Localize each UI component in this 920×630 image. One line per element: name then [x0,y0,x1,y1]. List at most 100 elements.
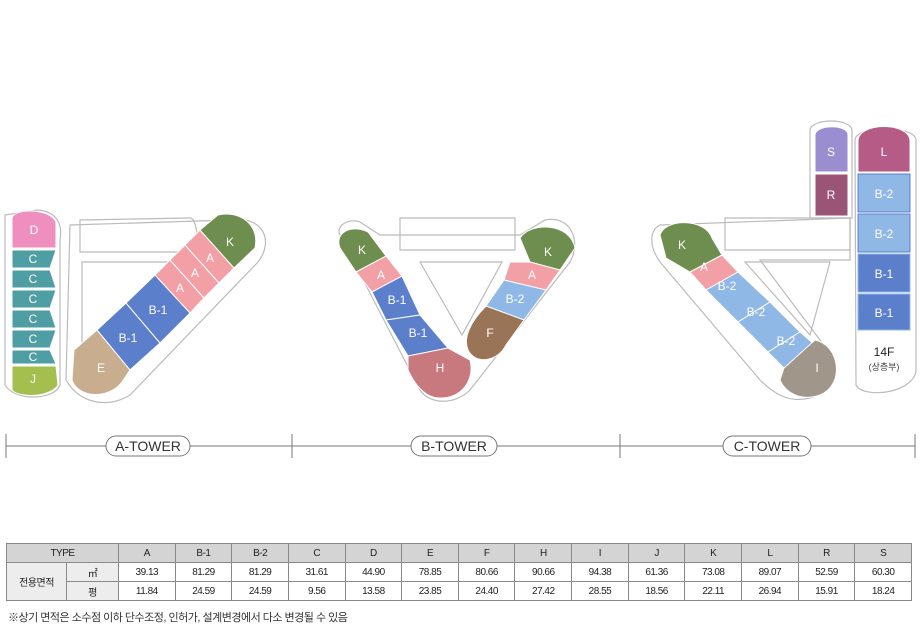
area-table: TYPE A B-1 B-2 C D E F H I J K L R S 전용면… [6,543,912,601]
unit-b2-c-2-label: B-2 [747,305,766,319]
unit-b1-c-2[interactable] [857,293,911,331]
unit-c-5[interactable] [11,329,57,349]
table-cell: 60.30 [854,562,912,582]
unit-d[interactable] [11,210,57,249]
table-cell: 24.59 [174,581,233,601]
table-cell: 18.24 [854,581,912,601]
unit-s[interactable] [814,126,849,173]
type-col-header: B-2 [231,543,289,563]
unit-b2-c-4[interactable] [857,173,911,213]
unit-k-east[interactable] [519,226,576,271]
c-tower: K A B-2 B-2 B-2 I S R L B-2 B-2 B-1 B-1 … [659,126,911,398]
a-tower-pill [105,435,191,457]
table-cell: 15.91 [797,581,856,601]
type-col-header: E [401,543,459,563]
table-cell: 27.42 [514,581,573,601]
unit-i[interactable] [779,339,837,398]
unit-a-east-label: A [528,268,536,282]
table-cell: 13.58 [344,581,403,601]
c-tower-pill [722,435,812,457]
unit-k[interactable] [199,213,257,269]
unit-f-label: F [486,326,493,340]
table-cell: 23.85 [401,581,459,601]
type-col-header: I [571,543,629,563]
unit-d-label: D [30,223,39,237]
unit-k-west-label: K [358,243,366,257]
tower-baseline: A-TOWER B-TOWER C-TOWER [5,434,916,458]
unit-s-label: S [827,145,835,159]
table-cell: 24.59 [231,581,289,601]
floor-plan: D C C C C C C J E B-1 B-1 A A A K K A [4,120,917,458]
table-cell: 52.59 [797,562,856,582]
unit-c-4[interactable] [11,309,57,329]
unit-a-1-label: A [176,281,184,295]
c-tower-upper-wing [809,120,853,219]
type-header: TYPE [6,543,119,563]
unit-h[interactable] [407,347,472,399]
unit-b2-c-3-label: B-2 [777,334,796,348]
unit-label-pyeong: 평 [66,581,119,601]
unit-c-3-label: C [29,292,38,306]
b-tower-outline [338,218,576,402]
type-col-header: L [741,543,799,563]
unit-j-label: J [30,372,36,386]
unit-e-label: E [97,361,105,375]
unit-l[interactable] [857,126,911,173]
table-cell: 26.94 [741,581,799,601]
unit-b1-lower-label: B-1 [119,331,138,345]
unit-i-label: I [815,361,818,375]
table-cell: 28.55 [571,581,629,601]
b-tower-label: B-TOWER [421,438,487,454]
a-tower-label: A-TOWER [115,438,181,454]
table-cell: 18.56 [627,581,686,601]
unit-c-6[interactable] [11,349,57,365]
unit-c-3[interactable] [11,289,57,309]
unit-j[interactable] [11,365,59,396]
c-tower-core [724,217,851,251]
table-cell: 78.85 [401,562,459,582]
unit-b1-upper-label: B-1 [149,303,168,317]
unit-k-c-label: K [678,238,686,252]
table-cell: 31.61 [287,562,346,582]
a-tower-left-wing [4,209,62,398]
unit-f[interactable] [465,305,525,360]
unit-a-3-label: A [206,251,214,265]
a-tower-outline [65,218,267,404]
unit-b2-c-5[interactable] [857,213,911,253]
table-cell: 11.84 [118,581,176,601]
unit-c-1[interactable] [11,249,57,269]
unit-c-1-label: C [29,252,38,266]
unit-e[interactable] [71,329,131,395]
unit-b1-c-1[interactable] [857,253,911,293]
b-tower-void [418,261,504,337]
type-col-header: R [797,543,856,563]
unit-k-west[interactable] [338,228,387,273]
unit-b1-west-upper-label: B-1 [388,293,407,307]
type-col-header: D [344,543,403,563]
unit-b1-west-lower-label: B-1 [409,326,428,340]
unit-a-west-label: A [377,268,385,282]
table-cell: 44.90 [344,562,403,582]
b-tower-pill [410,435,498,457]
footnote: ※상기 면적은 소수점 이하 단수조정, 인허가, 설계변경에서 다소 변경될 … [8,612,348,624]
floor-sub-label: (상층부) [869,362,900,372]
unit-r-label: R [827,188,836,202]
type-col-header: F [457,543,516,563]
table-cell: 9.56 [287,581,346,601]
table-header-row: TYPE A B-1 B-2 C D E F H I J K L R S [6,543,912,563]
unit-b1-c-1-label: B-1 [875,267,894,281]
table-cell: 89.07 [741,562,799,582]
floor-label: 14F [874,345,895,359]
table-cell: 80.66 [457,562,516,582]
type-col-header: C [287,543,346,563]
table-row: 평 11.84 24.59 24.59 9.56 13.58 23.85 24.… [7,581,912,601]
unit-k-label: K [226,235,234,249]
table-cell: 81.29 [231,562,289,582]
table-cell: 39.13 [118,562,176,582]
unit-c-2-label: C [29,272,38,286]
unit-b1-c-2-label: B-1 [875,306,894,320]
table-cell: 61.36 [627,562,686,582]
unit-c-2[interactable] [11,269,57,289]
table-cell: 24.40 [457,581,516,601]
unit-r[interactable] [814,173,849,217]
